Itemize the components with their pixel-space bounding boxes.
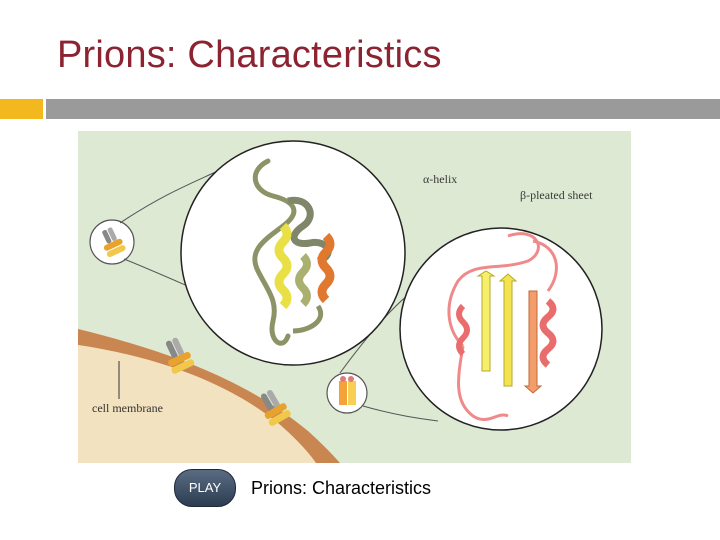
membrane-protein-1 <box>165 337 195 374</box>
prion-illustration: α-helix β-pleated sheet cell membrane <box>78 131 631 463</box>
title-rule-bar <box>46 99 720 119</box>
prion-diagram: α-helix β-pleated sheet cell membrane <box>78 131 631 463</box>
beta-sheet-protein <box>447 232 558 422</box>
membrane-protein-2 <box>260 390 291 426</box>
beta-sheet-inset <box>399 227 603 431</box>
cytoplasm <box>78 345 316 463</box>
alpha-helix-label: α-helix <box>423 172 457 186</box>
media-caption: Prions: Characteristics <box>251 478 432 498</box>
membrane-band <box>78 329 340 463</box>
cell-membrane-label: cell membrane <box>92 401 163 415</box>
play-button[interactable]: PLAY <box>174 469 236 507</box>
alpha-helix-inset <box>180 140 406 366</box>
title-rule-accent <box>0 99 43 119</box>
slide-title: Prions: Characteristics <box>57 34 442 76</box>
beta-sheet-label: β-pleated sheet <box>520 188 593 202</box>
alpha-helix-protein <box>252 158 335 346</box>
